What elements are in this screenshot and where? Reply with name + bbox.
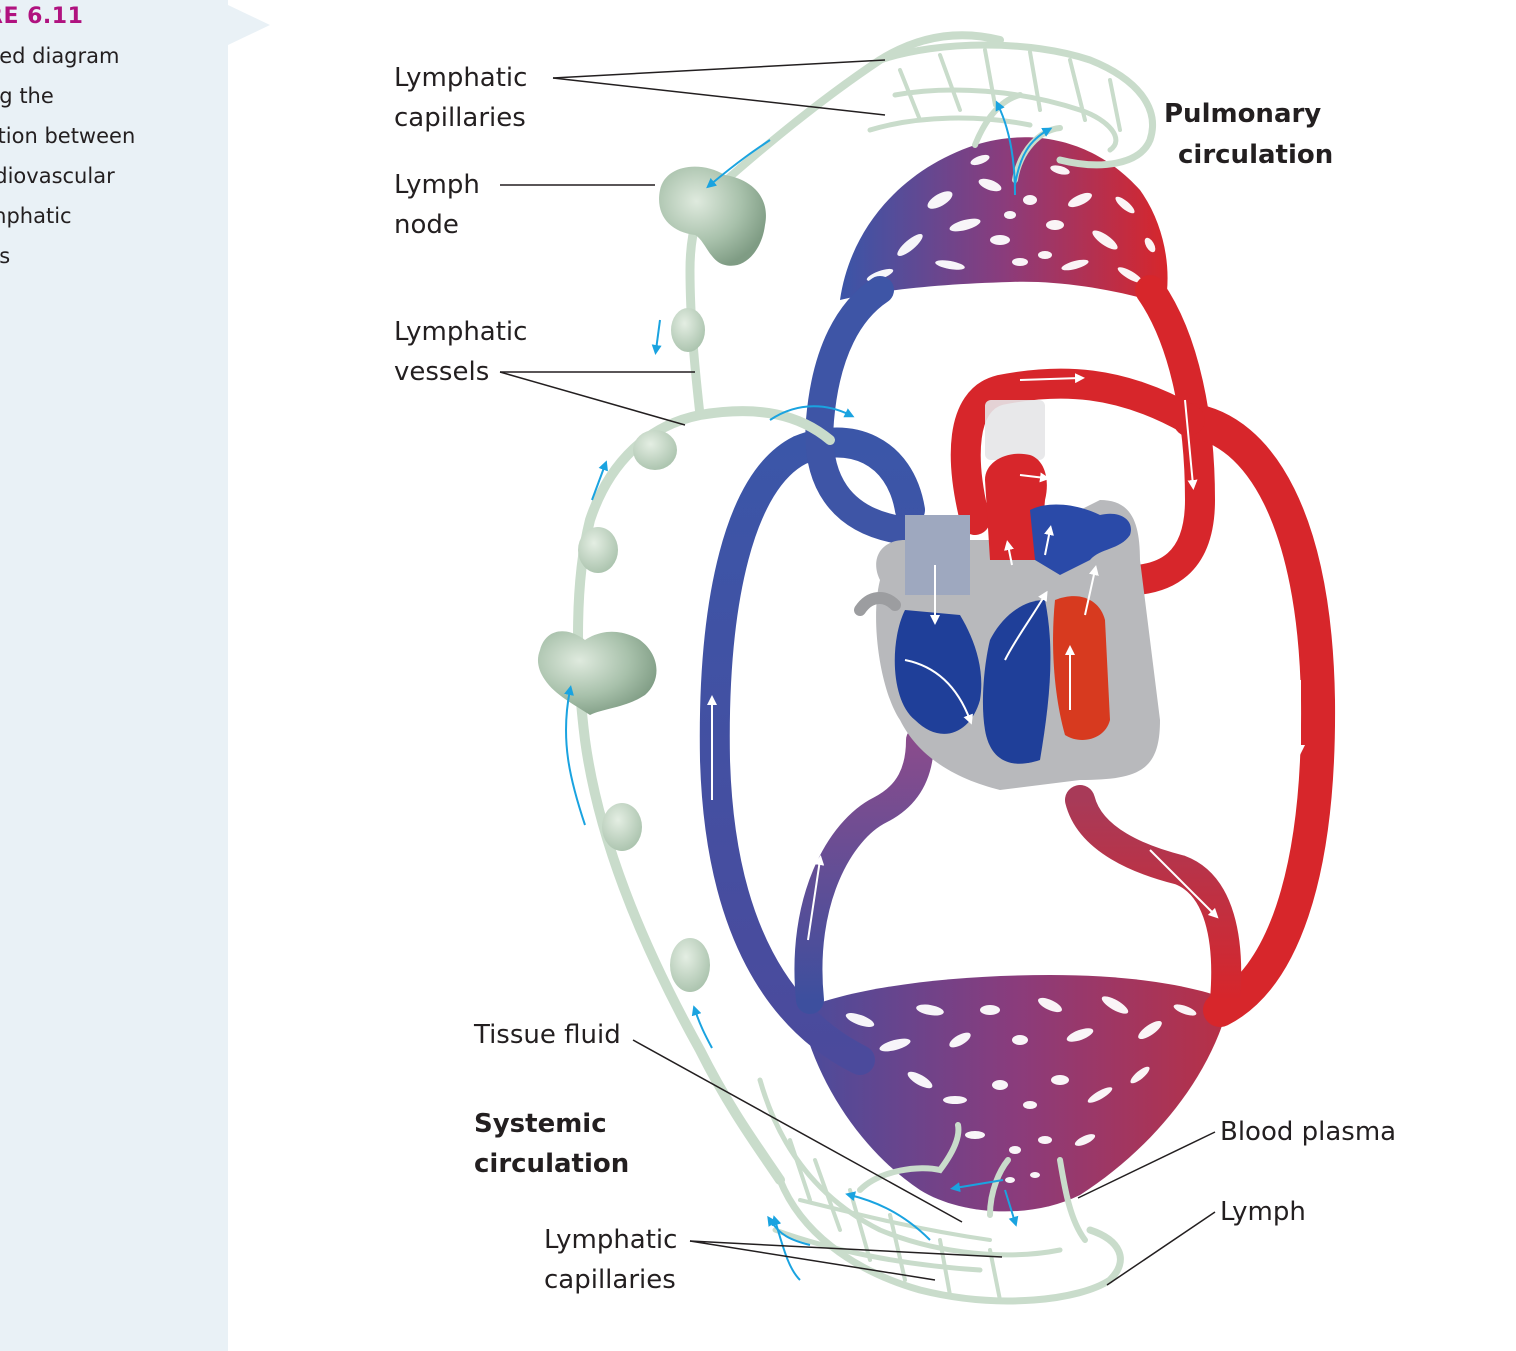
label-lymphatic-vessels-2: vessels: [394, 357, 490, 387]
label-lymphatic-capillaries-top-2: capillaries: [394, 103, 526, 133]
systemic-capillary-bed: [800, 975, 1230, 1212]
aortic-arch: [950, 368, 1205, 535]
label-lymph-node-1: Lymph: [394, 170, 480, 200]
label-lymphatic-capillaries-top-1: Lymphatic: [394, 63, 528, 93]
label-tissue-fluid: Tissue fluid: [474, 1020, 621, 1050]
caption-line-1: fied diagram: [0, 44, 120, 68]
leader-lines: [499, 59, 1216, 1286]
label-blood-plasma: Blood plasma: [1220, 1117, 1397, 1147]
label-systemic-circulation-2: circulation: [474, 1149, 630, 1179]
pulmonary-artery: [805, 276, 914, 544]
figure-sidebar: RE 6.11 fied diagram ng the ction betwee…: [0, 0, 228, 1351]
vena-cava-loop: [699, 427, 925, 1075]
label-lymphatic-vessels-1: Lymphatic: [394, 317, 528, 347]
label-lymphatic-capillaries-bottom-1: Lymphatic: [544, 1225, 678, 1255]
lymph-node-bottom: [537, 631, 657, 715]
caption-line-2: ng the: [0, 84, 54, 108]
label-lymph: Lymph: [1220, 1197, 1306, 1227]
label-lymphatic-capillaries-bottom-2: capillaries: [544, 1265, 676, 1295]
caption-line-6: ns: [0, 244, 11, 268]
systemic-arterial-vessel: [1065, 785, 1242, 1015]
caption-line-5: mphatic: [0, 204, 72, 228]
systemic-return-vessel: [794, 726, 934, 1014]
lymph-node-top: [659, 166, 766, 266]
caption-line-4: rdiovascular: [0, 164, 115, 188]
label-lymph-node-2: node: [394, 210, 459, 240]
label-systemic-circulation-1: Systemic: [474, 1109, 607, 1139]
label-pulmonary-circulation-2: circulation: [1178, 140, 1334, 170]
figure-number: RE 6.11: [0, 4, 84, 29]
aorta-loop: [1173, 403, 1336, 1027]
pulmonary-vein: [1095, 275, 1216, 596]
heart: [854, 453, 1160, 790]
label-pulmonary-circulation-1: Pulmonary: [1164, 99, 1322, 129]
caption-line-3: ction between: [0, 124, 136, 148]
sidebar-tab: [228, 5, 270, 45]
